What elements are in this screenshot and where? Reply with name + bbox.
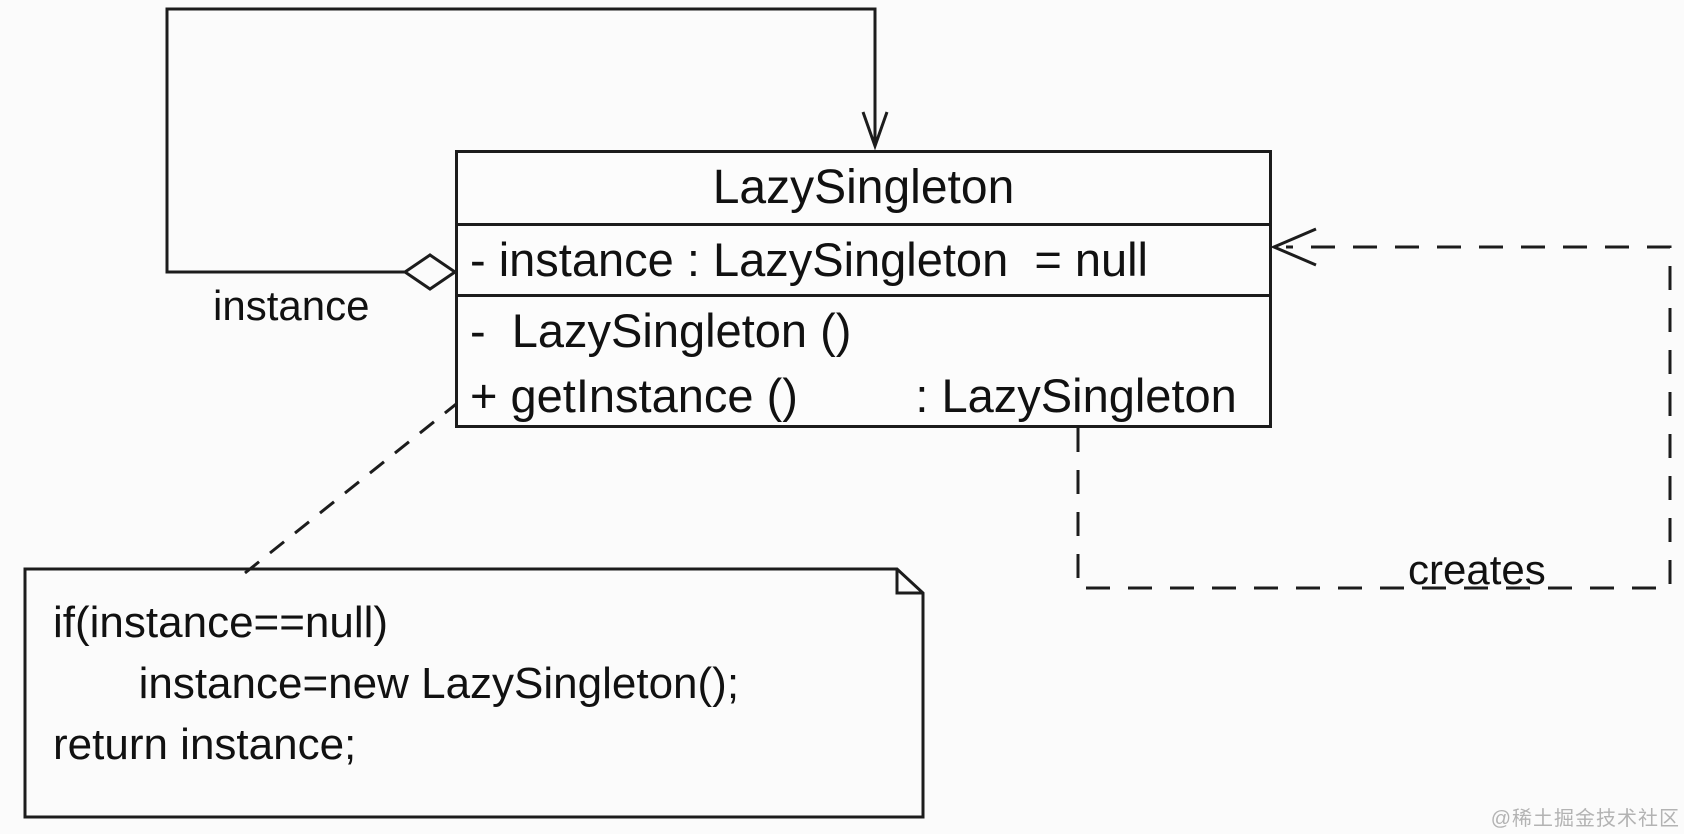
aggregation-diamond-icon — [402, 253, 458, 291]
note-code-text: if(instance==null) instance=new LazySing… — [53, 598, 740, 769]
class-title: LazySingleton — [458, 153, 1269, 226]
class-attribute-instance: - instance : LazySingleton = null — [458, 226, 1269, 297]
note-fold-icon — [895, 569, 923, 595]
class-methods-compartment: - LazySingleton () + getInstance () : La… — [458, 297, 1269, 429]
note-connector-line — [244, 399, 461, 575]
class-method-getinstance: + getInstance () : LazySingleton — [470, 369, 1237, 422]
dependency-line — [1076, 245, 1672, 590]
dependency-label: creates — [1408, 546, 1546, 593]
association-label: instance — [213, 282, 370, 329]
self-association-line — [165, 7, 877, 274]
class-box-lazysingleton: LazySingleton - instance : LazySingleton… — [455, 150, 1272, 428]
class-method-constructor: - LazySingleton () — [470, 304, 852, 357]
dependency-arrowhead-icon — [1270, 227, 1317, 267]
association-arrowhead-icon — [861, 111, 889, 151]
note-outline — [23, 567, 925, 819]
watermark: @稀土掘金技术社区 — [1490, 808, 1680, 830]
